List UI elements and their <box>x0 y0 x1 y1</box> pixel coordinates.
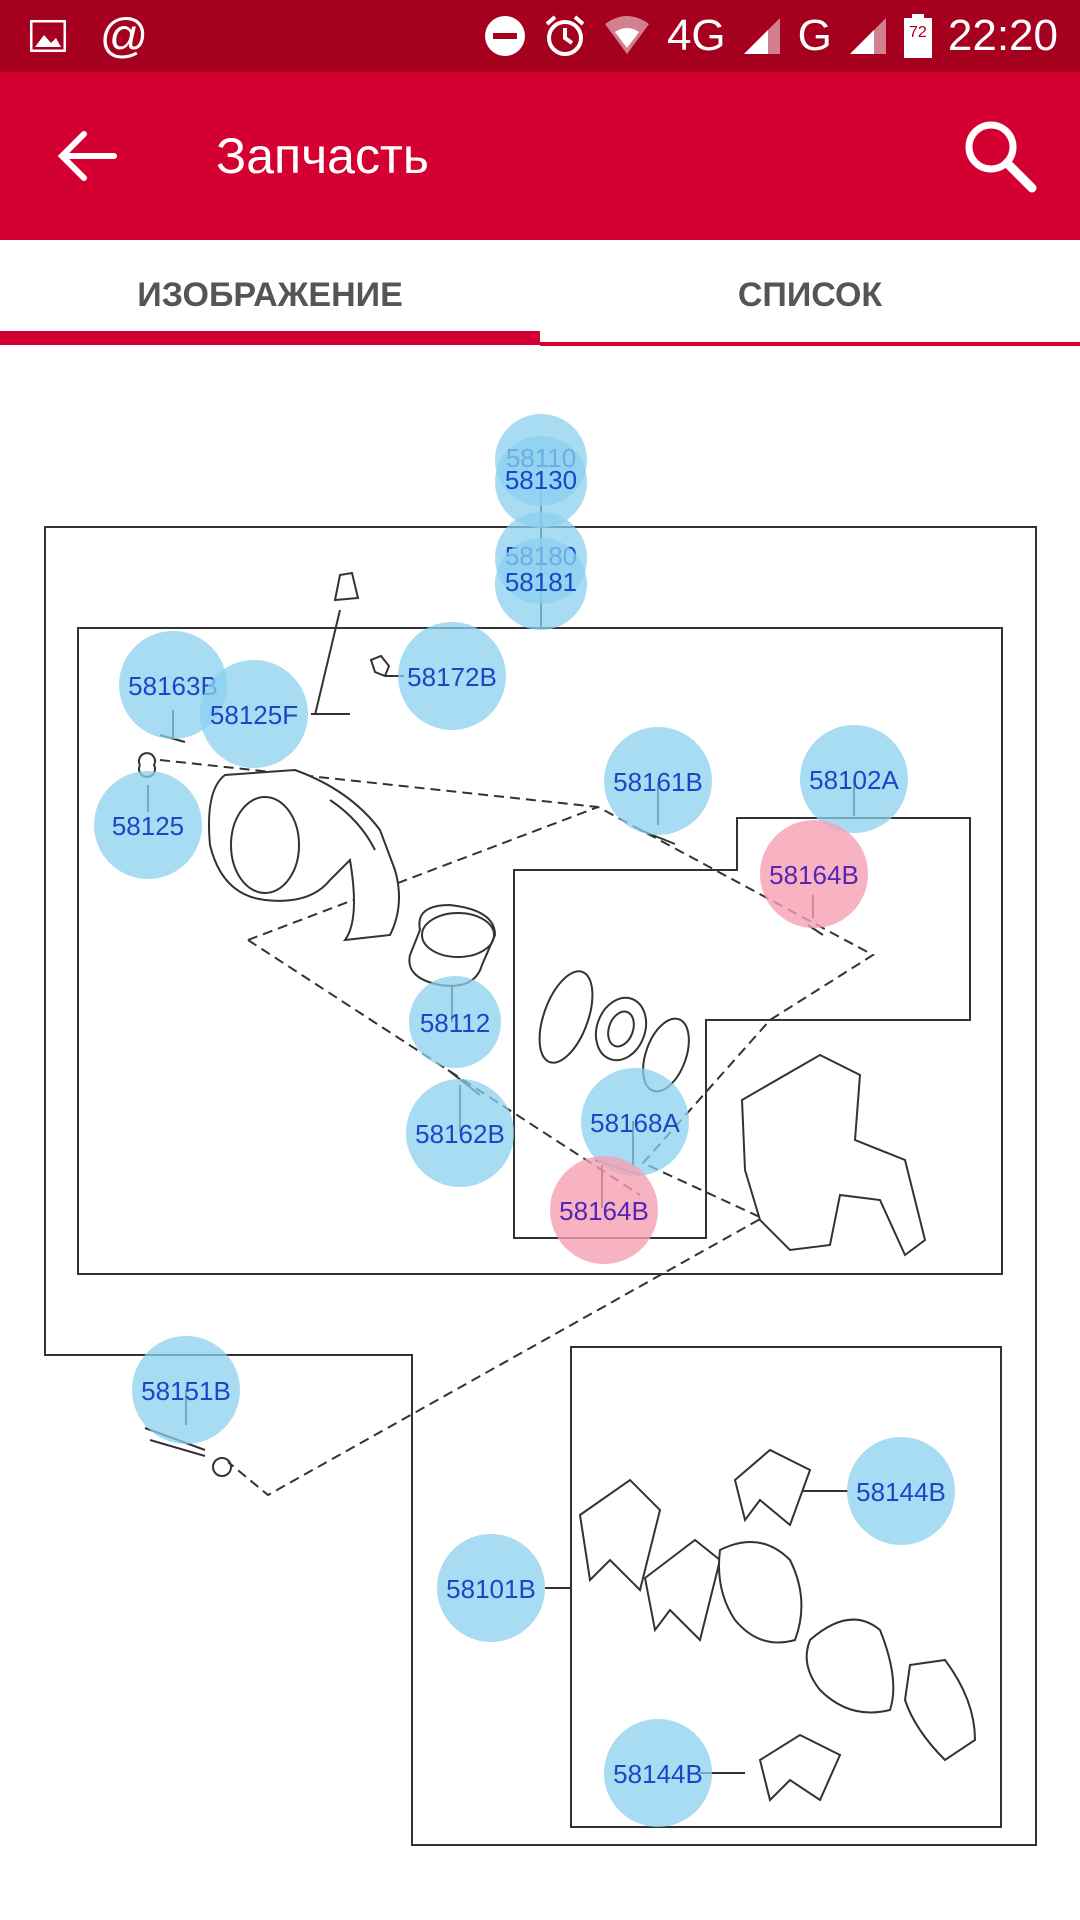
page-title: Запчасть <box>216 128 429 184</box>
hotspot-58144b-top[interactable] <box>847 1437 955 1545</box>
part-label-58125[interactable]: 58125 <box>112 811 184 841</box>
hotspot-58151b[interactable] <box>132 1336 240 1444</box>
tab-image[interactable]: ИЗОБРАЖЕНИЕ <box>137 276 403 314</box>
app-bar: Запчасть <box>0 72 1080 240</box>
hotspot-58164b-top[interactable] <box>760 820 868 928</box>
hotspot-58164b-bottom[interactable] <box>550 1156 658 1264</box>
part-label-58144b-top[interactable]: 58144B <box>856 1477 946 1507</box>
svg-text:@: @ <box>100 10 149 62</box>
hotspot-58125f[interactable] <box>200 660 308 768</box>
battery-level: 72 <box>908 24 927 41</box>
parts-diagram[interactable]: 58110 58130 58180 58181 58163B 58125F 58… <box>0 346 1080 1920</box>
part-label-58101b[interactable]: 58101B <box>446 1574 536 1604</box>
part-label-58181[interactable]: 58181 <box>505 567 577 597</box>
part-label-58161b[interactable]: 58161B <box>613 767 703 797</box>
status-bar: @ 4G G 72 22:20 <box>0 0 1080 72</box>
part-label-58172b[interactable]: 58172B <box>407 662 497 692</box>
network-type-2: G <box>797 11 832 60</box>
part-label-58168a[interactable]: 58168A <box>590 1108 680 1138</box>
part-label-58130[interactable]: 58130 <box>505 465 577 495</box>
hotspot-58125[interactable] <box>94 771 202 879</box>
part-label-58144b-bottom[interactable]: 58144B <box>613 1759 703 1789</box>
alarm-icon <box>545 15 585 56</box>
hotspot-58144b-bottom[interactable] <box>604 1719 712 1827</box>
search-icon[interactable] <box>960 116 1038 194</box>
clock: 22:20 <box>947 11 1058 60</box>
part-label-58151b[interactable]: 58151B <box>141 1376 231 1406</box>
hotspot-58112[interactable] <box>409 976 501 1068</box>
hotspot-58168a[interactable] <box>581 1068 689 1176</box>
part-label-58112[interactable]: 58112 <box>420 1008 490 1038</box>
signal-strength-icon-1 <box>743 18 780 54</box>
part-label-58164b-bottom[interactable]: 58164B <box>559 1196 649 1226</box>
tab-list[interactable]: СПИСОК <box>737 276 883 314</box>
signal-strength-icon-2 <box>849 18 886 54</box>
hotspot-58163b[interactable] <box>119 631 227 739</box>
hotspot-58130[interactable] <box>495 436 587 528</box>
part-label-58125f[interactable]: 58125F <box>210 700 298 730</box>
back-arrow-icon[interactable] <box>52 122 120 190</box>
hotspot-58181[interactable] <box>495 538 587 630</box>
hotspot-58162b[interactable] <box>406 1079 514 1187</box>
tab-underline <box>540 342 1080 346</box>
do-not-disturb-icon <box>484 16 525 56</box>
part-label-58162b[interactable]: 58162B <box>415 1119 505 1149</box>
part-label-58164b-top[interactable]: 58164B <box>769 860 859 890</box>
wifi-icon <box>604 16 649 54</box>
email-notification-icon: @ <box>100 10 149 62</box>
hotspot-58101b[interactable] <box>437 1534 545 1642</box>
battery-icon: 72 <box>903 14 932 58</box>
network-type-1: 4G <box>666 11 726 60</box>
hotspot-58172b[interactable] <box>398 622 506 730</box>
part-label-58163b[interactable]: 58163B <box>128 671 218 701</box>
part-label-58102a[interactable]: 58102A <box>809 765 899 795</box>
hotspot-58102a[interactable] <box>800 725 908 833</box>
gallery-notification-icon <box>30 20 66 52</box>
active-tab-indicator <box>0 331 540 345</box>
hotspot-58161b[interactable] <box>604 727 712 835</box>
